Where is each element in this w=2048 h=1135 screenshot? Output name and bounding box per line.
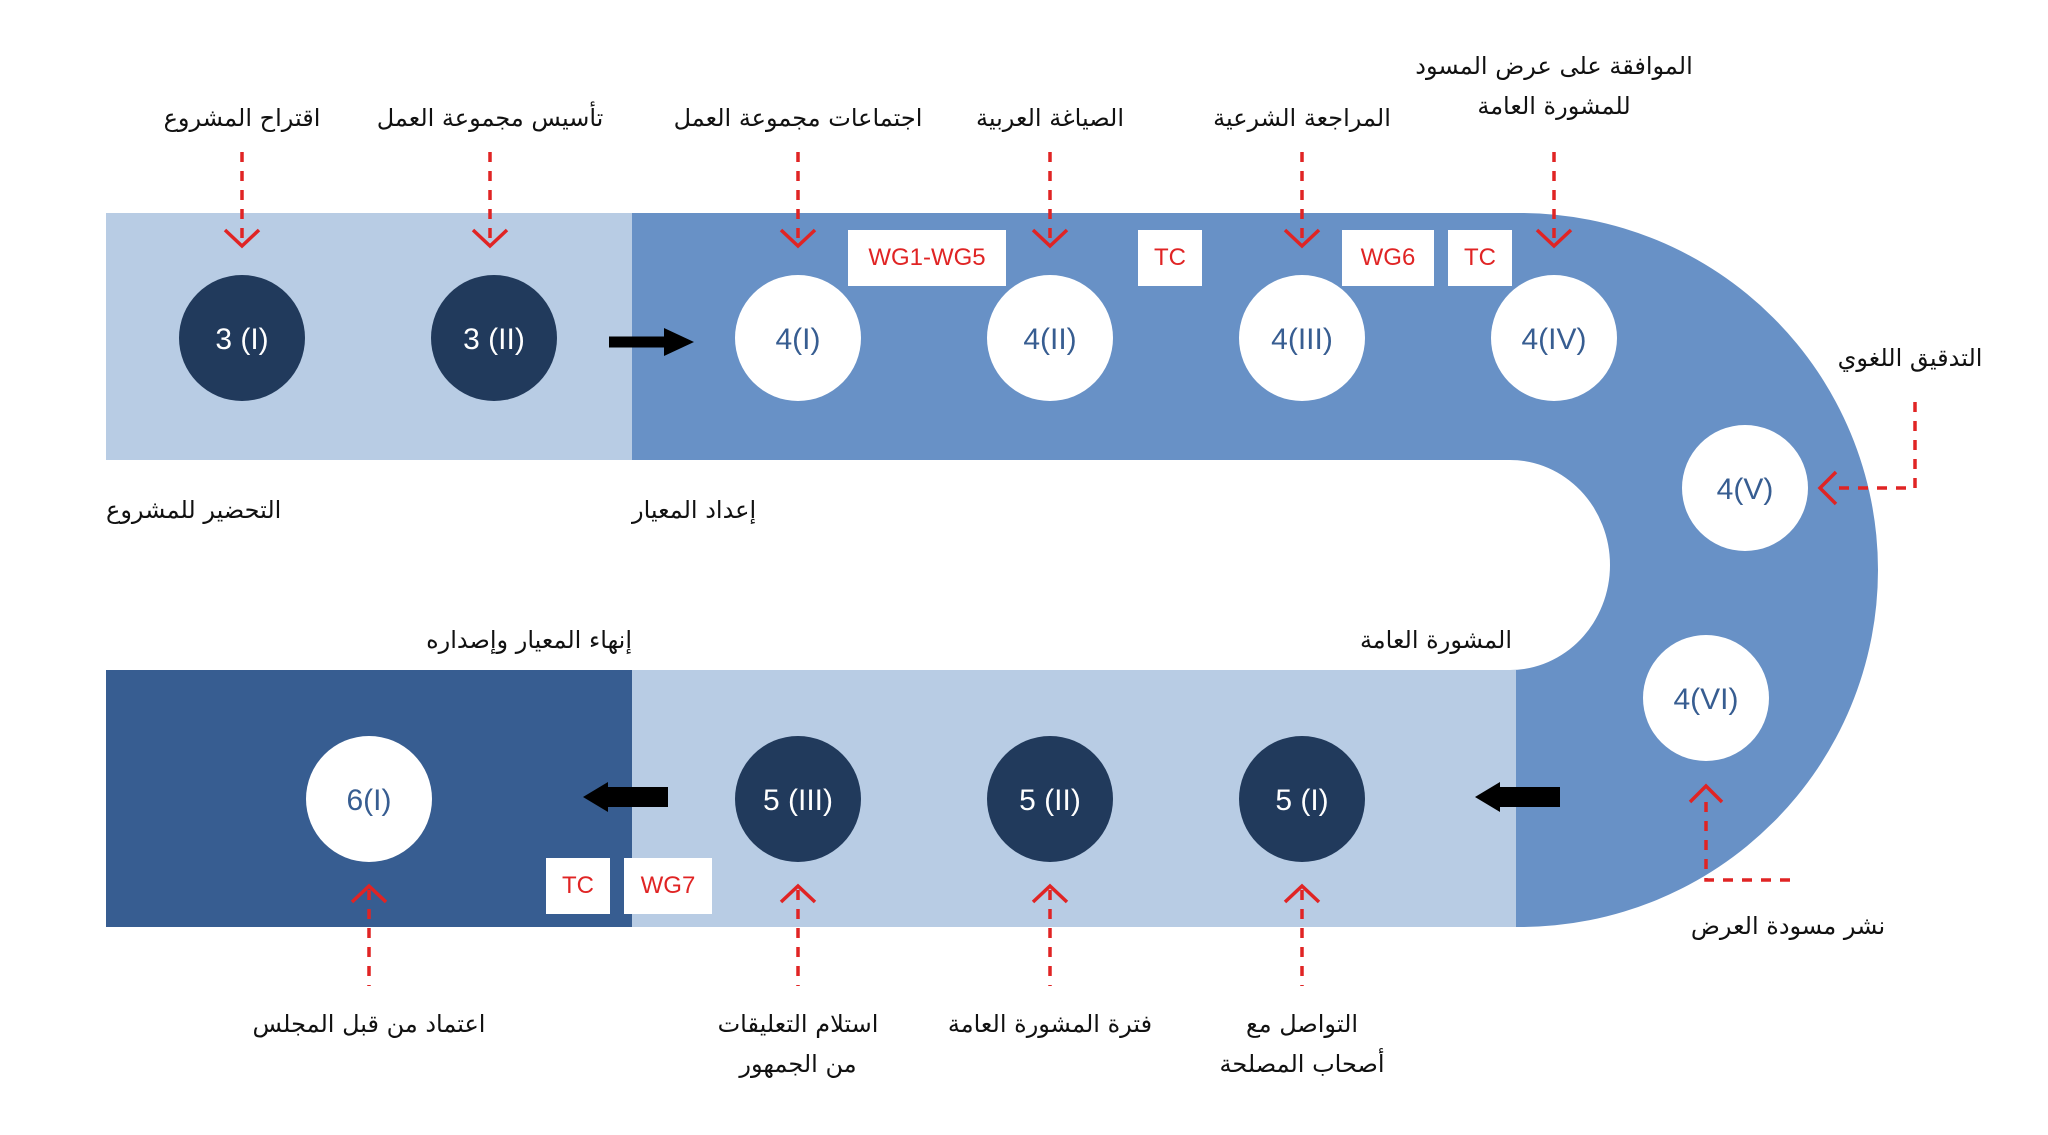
step-label-5iii-line-1: استلام التعليقات xyxy=(717,1010,879,1038)
node-4iv-label: 4(IV) xyxy=(1521,323,1586,356)
dashed-arrow-4ii xyxy=(1031,152,1069,249)
node-4iii-label: 4(III) xyxy=(1271,323,1333,356)
step-label-4iii: المراجعة الشرعية xyxy=(1213,98,1391,138)
dashed-arrow-4v xyxy=(1817,402,1917,506)
step-label-4iv: الموافقة على عرض المسود للمشورة العامة xyxy=(1415,46,1693,126)
dashed-arrow-5ii xyxy=(1031,883,1069,986)
node-4v-label: 4(V) xyxy=(1717,473,1774,506)
node-4ii-label: 4(II) xyxy=(1023,323,1076,356)
step-label-4ii-line-1: الصياغة العربية xyxy=(976,104,1124,132)
node-5i: 5 (I) xyxy=(1239,736,1365,862)
node-3i-label: 3 (I) xyxy=(215,323,268,356)
step-label-4ii: الصياغة العربية xyxy=(976,98,1124,138)
step-label-3i-line-1: اقتراح المشروع xyxy=(163,104,321,132)
node-4vi: 4(VI) xyxy=(1643,635,1769,761)
tag-tc-6i: TC xyxy=(546,858,610,914)
step-label-6i: اعتماد من قبل المجلس xyxy=(253,1004,486,1044)
dashed-arrow-6i xyxy=(350,883,388,986)
node-4v: 4(V) xyxy=(1682,425,1808,551)
dashed-arrow-4i xyxy=(779,152,817,249)
step-label-4i-line-1: اجتماعات مجموعة العمل xyxy=(673,104,923,132)
dashed-arrow-4iii xyxy=(1283,152,1321,249)
step-label-4iv-line-2: للمشورة العامة xyxy=(1477,92,1631,120)
dashed-arrow-4iv xyxy=(1535,152,1573,249)
step-label-5i-line-1: التواصل مع xyxy=(1245,1010,1359,1038)
node-5iii-label: 5 (III) xyxy=(763,784,833,817)
step-label-3i: اقتراح المشروع xyxy=(164,98,321,138)
dashed-arrow-3i xyxy=(223,152,261,249)
dashed-arrow-5iii xyxy=(779,883,817,986)
node-5ii: 5 (II) xyxy=(987,736,1113,862)
step-label-5iii: استلام التعليقات من الجمهور xyxy=(718,1004,879,1084)
step-label-4i: اجتماعات مجموعة العمل xyxy=(674,98,923,138)
node-4iv: 4(IV) xyxy=(1491,275,1617,401)
flow-arrow-left-2 xyxy=(583,782,668,812)
step-label-3ii: تأسيس مجموعة العمل xyxy=(377,98,604,138)
flow-arrow-right xyxy=(609,328,694,356)
node-3i: 3 (I) xyxy=(179,275,305,401)
node-6i: 6(I) xyxy=(306,736,432,862)
phase-development-label: إعداد المعيار xyxy=(632,496,757,524)
step-label-4vi: نشر مسودة العرض xyxy=(1691,906,1885,946)
step-label-3ii-line-1: تأسيس مجموعة العمل xyxy=(376,104,604,132)
step-label-4vi-line-1: نشر مسودة العرض xyxy=(1690,912,1886,940)
step-label-6i-line-1: اعتماد من قبل المجلس xyxy=(252,1010,486,1038)
step-label-4v: التدقيق اللغوي xyxy=(1838,338,1983,378)
step-label-5iii-line-2: من الجمهور xyxy=(739,1050,857,1078)
step-label-4iii-line-1: المراجعة الشرعية xyxy=(1213,104,1391,132)
step-label-4v-line-1: التدقيق اللغوي xyxy=(1837,344,1983,372)
step-label-5i-line-2: أصحاب المصلحة xyxy=(1219,1050,1385,1078)
node-4i: 4(I) xyxy=(735,275,861,401)
flow-arrow-left-1 xyxy=(1475,782,1560,812)
tag-wg7: WG7 xyxy=(624,858,712,914)
tag-tc-4iv: TC xyxy=(1448,230,1512,286)
phase-finalization-label: إنهاء المعيار وإصداره xyxy=(426,626,632,654)
tag-wg6: WG6 xyxy=(1342,230,1434,286)
step-label-5ii: فترة المشورة العامة xyxy=(948,1004,1152,1044)
step-label-4iv-line-1: الموافقة على عرض المسود xyxy=(1415,52,1693,80)
phase-consultation-label: المشورة العامة xyxy=(1359,626,1512,654)
node-6i-label: 6(I) xyxy=(347,784,392,817)
tag-tc-4ii: TC xyxy=(1138,230,1202,286)
node-3ii: 3 (II) xyxy=(431,275,557,401)
step-label-5ii-line-1: فترة المشورة العامة xyxy=(947,1010,1153,1038)
dashed-arrow-5i xyxy=(1283,883,1321,986)
dashed-arrow-3ii xyxy=(471,152,509,249)
phase-preparation-label: التحضير للمشروع xyxy=(106,496,282,524)
node-3ii-label: 3 (II) xyxy=(463,323,525,356)
node-5ii-label: 5 (II) xyxy=(1019,784,1081,817)
node-5i-label: 5 (I) xyxy=(1275,784,1328,817)
tag-wg1-wg5: WG1-WG5 xyxy=(848,230,1006,286)
node-4iii: 4(III) xyxy=(1239,275,1365,401)
node-4i-label: 4(I) xyxy=(776,323,821,356)
node-4ii: 4(II) xyxy=(987,275,1113,401)
dashed-arrow-4vi xyxy=(1688,783,1790,882)
node-4vi-label: 4(VI) xyxy=(1673,683,1738,716)
node-5iii: 5 (III) xyxy=(735,736,861,862)
step-label-5i: التواصل مع أصحاب المصلحة xyxy=(1219,1004,1384,1084)
